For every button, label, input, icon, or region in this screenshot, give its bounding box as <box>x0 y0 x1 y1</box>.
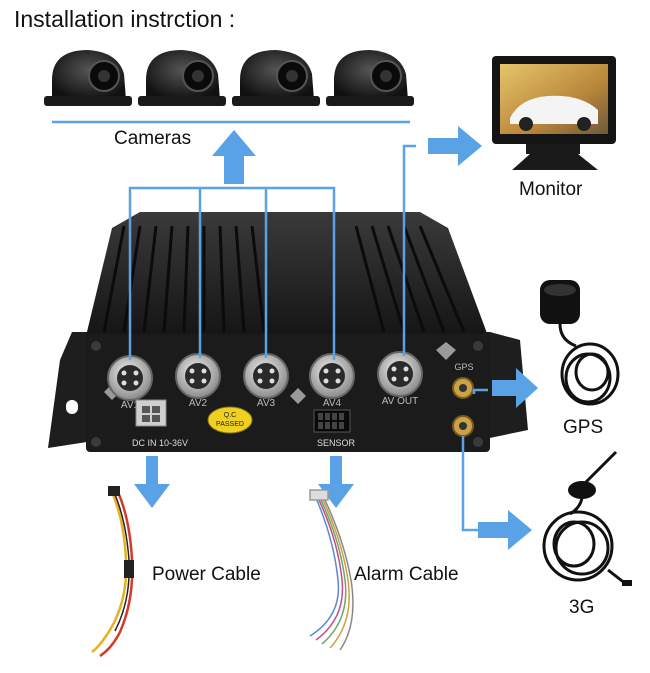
alarm-cable-image <box>309 489 354 651</box>
monitor-label: Monitor <box>519 179 583 200</box>
cameras-label: Cameras <box>114 128 192 149</box>
sma-port-3g <box>452 415 474 437</box>
dc-in-port <box>135 399 167 427</box>
connector-av2 <box>175 353 221 399</box>
port-label-av1: AV1 <box>121 400 140 411</box>
camera-1 <box>44 50 132 106</box>
alarm-cable-label: Alarm Cable <box>354 564 459 585</box>
sensor-port <box>313 409 351 433</box>
monitor-connection-line <box>402 144 416 356</box>
connector-av3 <box>243 353 289 399</box>
monitor-image <box>492 56 616 170</box>
power-cable-image <box>91 486 134 658</box>
camera-4 <box>326 50 414 106</box>
port-label-av-out: AV OUT <box>382 396 418 407</box>
arrow-right-gps <box>492 368 538 408</box>
arrow-down-power <box>134 456 170 508</box>
camera-connection-lines <box>128 186 336 360</box>
power-cable-label: Power Cable <box>152 564 261 585</box>
gps-label: GPS <box>563 417 604 438</box>
dc-in-label: DC IN 10-36V <box>132 438 188 448</box>
port-label-av2: AV2 <box>189 398 208 409</box>
gps-antenna-image <box>540 280 620 406</box>
connector-av1 <box>107 355 153 401</box>
gps-connection-line <box>472 388 488 394</box>
arrow-right-3g <box>478 510 532 550</box>
port-label-av3: AV3 <box>257 398 276 409</box>
camera-2 <box>138 50 226 106</box>
port-label-gps: GPS <box>454 362 473 372</box>
sensor-label: SENSOR <box>317 438 356 448</box>
connector-av-out <box>377 351 423 397</box>
qc-sticker: Q.C PASSED <box>207 406 253 434</box>
three-g-antenna-image <box>542 450 632 586</box>
arrow-right-monitor <box>428 126 482 166</box>
port-label-av4: AV4 <box>323 398 342 409</box>
sma-port-gps <box>452 377 474 399</box>
three-g-connection-line <box>461 436 478 532</box>
camera-3 <box>232 50 320 106</box>
three-g-label: 3G <box>569 597 595 618</box>
page-title: Installation instrction : <box>14 6 236 32</box>
qc-line2: PASSED <box>216 421 244 428</box>
qc-line1: Q.C <box>224 412 236 419</box>
arrow-up-cameras <box>212 130 256 184</box>
connector-av4 <box>309 353 355 399</box>
dvr-device <box>48 212 528 452</box>
